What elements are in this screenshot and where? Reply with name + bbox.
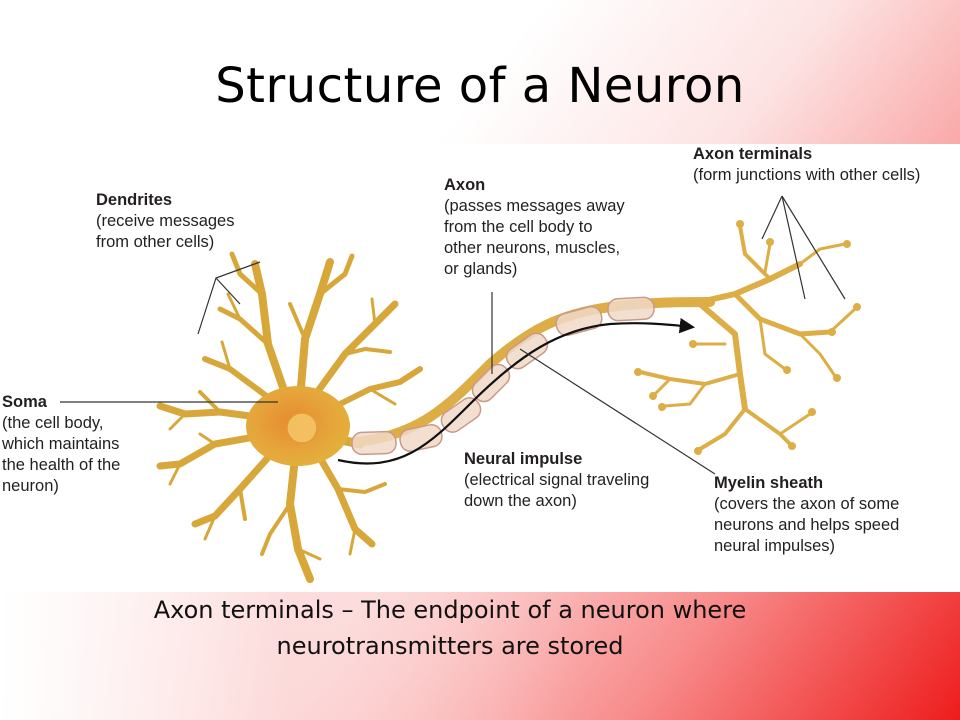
- label-axon-terminals: Axon terminals (form junctions with othe…: [693, 144, 920, 186]
- axon-terminals-shape: [638, 224, 857, 451]
- label-neural-impulse-heading: Neural impulse: [464, 450, 583, 468]
- terminal-buttons: [634, 220, 861, 455]
- label-axon-desc: (passes messages away from the cell body…: [444, 197, 625, 278]
- label-soma-heading: Soma: [2, 393, 47, 411]
- caption-area: Axon terminals – The endpoint of a neuro…: [0, 592, 960, 720]
- label-neural-impulse-desc: (electrical signal traveling down the ax…: [464, 471, 650, 510]
- caption-text: Axon terminals – The endpoint of a neuro…: [153, 596, 747, 660]
- axon-shape: [350, 297, 715, 447]
- label-dendrites: Dendrites (receive messages from other c…: [96, 190, 234, 253]
- label-dendrites-desc: (receive messages from other cells): [96, 212, 235, 251]
- nucleus-shape: [286, 412, 318, 444]
- label-axon: Axon (passes messages away from the cell…: [444, 175, 625, 280]
- label-axon-terminals-heading: Axon terminals: [693, 145, 813, 163]
- neuron-diagram: Dendrites (receive messages from other c…: [0, 144, 960, 592]
- label-axon-heading: Axon: [444, 176, 486, 194]
- label-dendrites-heading: Dendrites: [96, 191, 173, 209]
- label-myelin-sheath: Myelin sheath (covers the axon of some n…: [714, 473, 899, 557]
- label-myelin-sheath-desc: (covers the axon of some neurons and hel…: [714, 495, 900, 555]
- neural-impulse-arrow: [337, 317, 696, 465]
- label-soma: Soma (the cell body, which maintains the…: [2, 392, 120, 497]
- label-myelin-sheath-heading: Myelin sheath: [714, 474, 824, 492]
- slide-title: Structure of a Neuron: [215, 58, 745, 114]
- leader-lines: [60, 195, 846, 475]
- neuron-illustration: [60, 195, 861, 583]
- label-soma-desc: (the cell body, which maintains the heal…: [2, 414, 121, 495]
- label-neural-impulse: Neural impulse (electrical signal travel…: [464, 449, 649, 512]
- dendrites-shape: [156, 251, 423, 583]
- label-axon-terminals-desc: (form junctions with other cells): [693, 166, 921, 184]
